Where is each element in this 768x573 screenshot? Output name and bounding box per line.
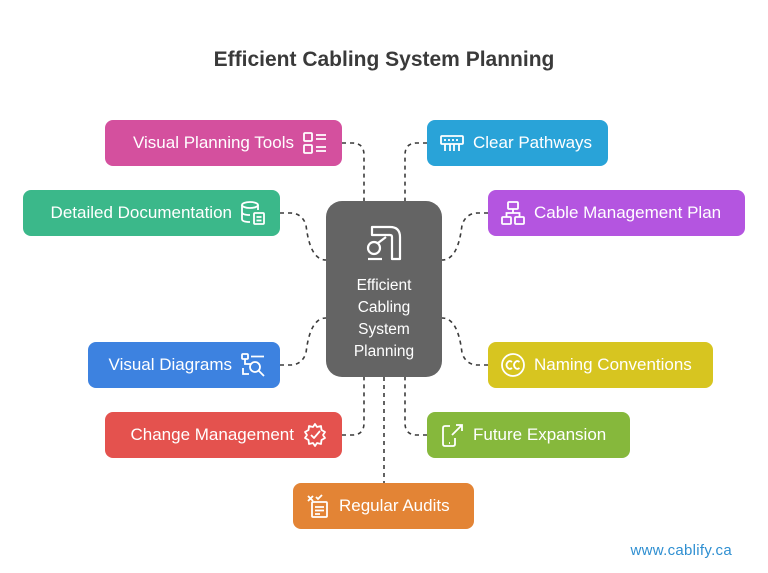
node-detailed-documentation: Detailed Documentation xyxy=(23,190,280,236)
node-label: Naming Conventions xyxy=(534,355,692,374)
gear-check-icon xyxy=(304,423,326,447)
node-naming-conventions: Naming Conventions xyxy=(488,342,713,388)
node-label: Clear Pathways xyxy=(473,133,593,152)
audit-icon xyxy=(307,494,328,518)
connector-naming-conventions xyxy=(441,317,488,366)
cc-icon xyxy=(501,353,525,377)
cable-pipe-icon xyxy=(366,225,402,261)
database-document-icon xyxy=(241,201,265,225)
connector-clear-pathways xyxy=(404,142,427,201)
diagram-search-icon xyxy=(241,353,265,377)
node-label: Visual Planning Tools xyxy=(133,133,294,152)
connector-detailed-documentation xyxy=(280,212,327,261)
hub-label: Efficient Cabling System Planning xyxy=(353,277,415,360)
node-label: Change Management xyxy=(130,425,294,444)
node-label: Cable Management Plan xyxy=(534,203,722,222)
connector-change-management xyxy=(342,377,365,436)
cable-tray-icon xyxy=(440,135,464,151)
connector-cable-management-plan xyxy=(441,212,488,261)
connector-visual-planning-tools xyxy=(342,142,365,201)
node-change-management: Change Management xyxy=(105,412,342,458)
node-cable-management-plan: Cable Management Plan xyxy=(488,190,745,236)
node-label: Regular Audits xyxy=(339,496,450,515)
central-hub: Efficient Cabling System Planning xyxy=(326,201,442,377)
phone-arrow-icon xyxy=(442,424,463,447)
hierarchy-icon xyxy=(501,201,525,225)
watermark-url: www.cablify.ca xyxy=(630,542,732,559)
connector-future-expansion xyxy=(404,377,427,436)
node-label: Future Expansion xyxy=(473,425,607,444)
node-future-expansion: Future Expansion xyxy=(427,412,630,458)
node-clear-pathways: Clear Pathways xyxy=(427,120,608,166)
node-regular-audits: Regular Audits xyxy=(293,483,474,529)
node-visual-planning-tools: Visual Planning Tools xyxy=(105,120,342,166)
node-label: Detailed Documentation xyxy=(50,203,232,222)
connector-visual-diagrams xyxy=(280,317,327,366)
diagram-title: Efficient Cabling System Planning xyxy=(213,48,555,71)
node-visual-diagrams: Visual Diagrams xyxy=(88,342,280,388)
checklist-icon xyxy=(303,132,326,154)
node-label: Visual Diagrams xyxy=(108,355,232,374)
